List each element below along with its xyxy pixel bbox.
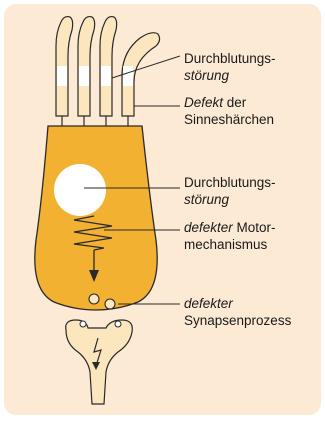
body-circulation-spot (54, 164, 106, 216)
label-motor: defekter Motor- mechanismus (184, 219, 276, 253)
label-synapse: defekter Synapsenprozess (184, 295, 291, 329)
vesicle-2 (105, 299, 115, 309)
hair-cell-body (35, 126, 157, 310)
vesicle-1 (89, 294, 99, 304)
label-hair-circulation: Durchblutungs- störung (184, 50, 276, 84)
label-body-circulation: Durchblutungs- störung (184, 174, 276, 208)
label-hair-defect: Defekt der Sinneshärchen (184, 94, 274, 128)
